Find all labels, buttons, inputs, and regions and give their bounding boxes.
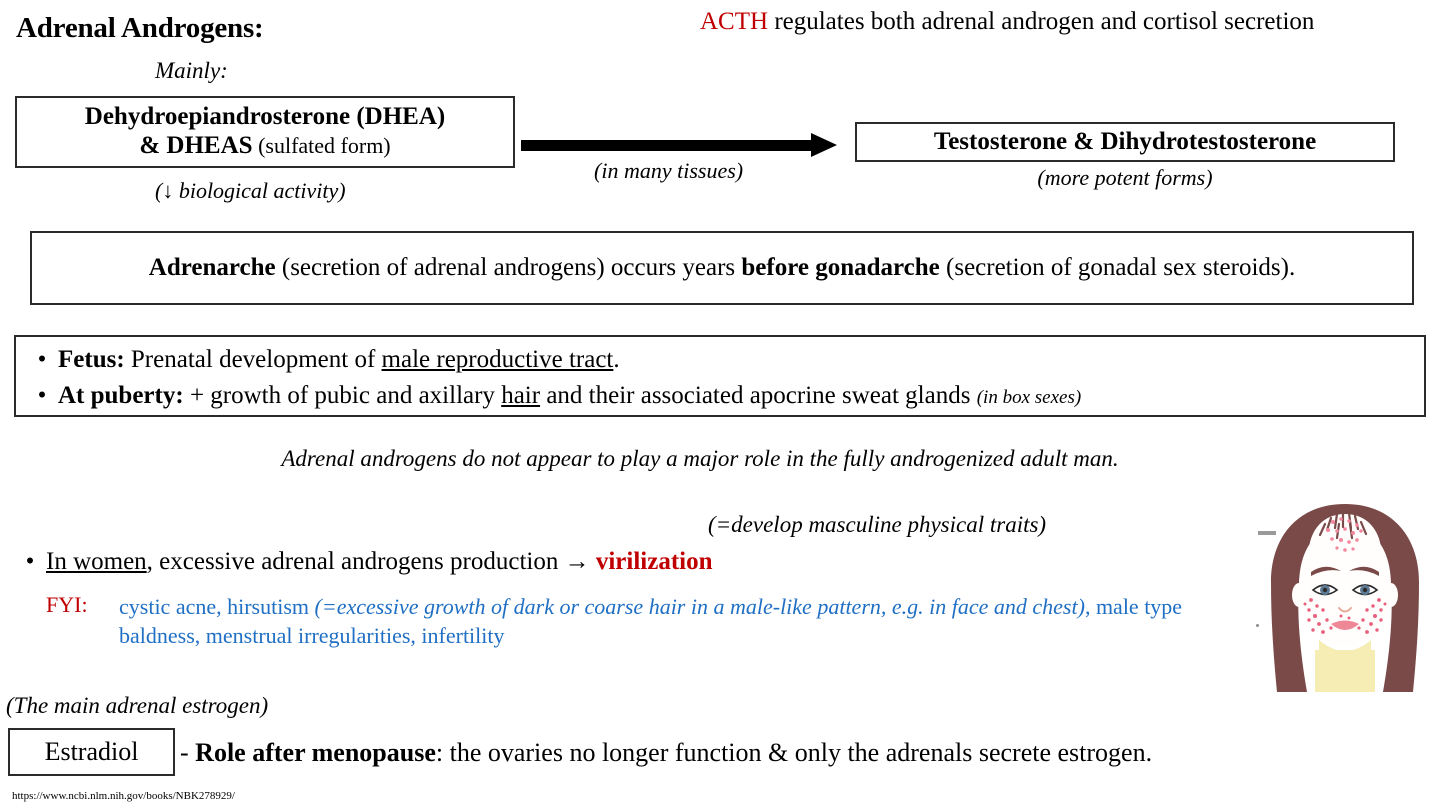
adrenarche-term: Adrenarche — [148, 253, 276, 281]
menopause-statement: - Role after menopause: the ovaries no l… — [180, 738, 1152, 768]
biological-activity-note: (↓ biological activity) — [155, 178, 346, 203]
fyi-definition: (=excessive growth of dark or coarse hai… — [314, 594, 1085, 619]
dhea-line-1: Dehydroepiandrosterone (DHEA) — [84, 103, 446, 131]
dhea-box: Dehydroepiandrosterone (DHEA) & DHEAS (s… — [15, 96, 515, 168]
in-women-text: In women, excessive adrenal androgens pr… — [46, 548, 713, 576]
conversion-arrow-icon — [521, 133, 851, 157]
list-item: • Fetus: Prenatal development of male re… — [26, 342, 1414, 378]
menopause-role-label: Role after menopause — [195, 738, 436, 767]
adrenarche-text: Adrenarche (secretion of adrenal androge… — [149, 252, 1295, 285]
adrenarche-box: Adrenarche (secretion of adrenal androge… — [30, 231, 1414, 305]
in-women-body: , excessive adrenal androgens production… — [146, 548, 596, 575]
dheas-sulfated-note: (sulfated form) — [252, 133, 391, 158]
acth-statement: ACTH regulates both adrenal androgen and… — [700, 8, 1440, 36]
mainly-label: Mainly: — [155, 58, 228, 83]
virilization-face-illustration — [1271, 504, 1419, 692]
fetus-underlined: male reproductive tract — [381, 346, 614, 373]
gonadarche-term: before gonadarche — [741, 253, 940, 281]
in-women-bullet: • In women, excessive adrenal androgens … — [14, 548, 713, 576]
more-potent-note: (more potent forms) — [1037, 165, 1213, 190]
estradiol-box: Estradiol — [8, 728, 175, 776]
page-title: Adrenal Androgens: — [16, 12, 264, 44]
bullet-dot-icon: • — [37, 381, 47, 409]
puberty-text-before: + growth of pubic and axillary — [183, 381, 502, 409]
dheas-bold: & DHEAS — [139, 132, 253, 159]
fyi-body: cystic acne, hirsutism (=excessive growt… — [119, 592, 1249, 650]
fetus-text-before: Prenatal development of — [124, 346, 382, 373]
androgen-effects-box: • Fetus: Prenatal development of male re… — [14, 335, 1426, 417]
list-item: • At puberty: + growth of pubic and axil… — [26, 378, 1414, 414]
arrow-head — [811, 133, 837, 157]
gray-dash-mark-icon — [1258, 531, 1276, 535]
menopause-body: : the ovaries no longer function & only … — [435, 738, 1153, 767]
bullet-dot-icon: • — [25, 548, 35, 575]
acth-keyword: ACTH — [700, 8, 769, 35]
fyi-part-2: , male type baldness, menstrual irregula… — [119, 594, 1183, 649]
puberty-text-after: and their associated apocrine sweat glan… — [540, 381, 977, 409]
arrow-shaft — [521, 140, 813, 151]
fetus-text-after: . — [613, 346, 620, 373]
dhea-line-2: & DHEAS (sulfated form) — [139, 132, 390, 161]
puberty-note: (in box sexes) — [976, 386, 1082, 408]
puberty-label: At puberty: — [58, 381, 184, 409]
bullet-text: At puberty: + growth of pubic and axilla… — [58, 378, 1081, 414]
fyi-part-1: cystic acne, hirsutism — [119, 594, 315, 619]
fetus-label: Fetus: — [58, 346, 125, 373]
virilization-keyword: virilization — [595, 548, 713, 575]
menopause-dash: - — [180, 738, 196, 767]
adrenarche-text-1: (secretion of adrenal androgens) occurs … — [275, 253, 742, 281]
puberty-underlined: hair — [501, 381, 541, 409]
source-url: https://www.ncbi.nlm.nih.gov/books/NBK27… — [12, 790, 235, 802]
fyi-label: FYI: — [46, 592, 88, 617]
bullet-text: Fetus: Prenatal development of male repr… — [58, 342, 620, 378]
gray-speck-icon — [1256, 624, 1259, 627]
main-estrogen-note: (The main adrenal estrogen) — [6, 693, 269, 718]
in-women-underlined: In women — [46, 548, 147, 575]
arrow-label: (in many tissues) — [594, 158, 744, 183]
bullet-dot-icon: • — [37, 346, 47, 373]
masculine-traits-note: (=develop masculine physical traits) — [708, 512, 1047, 537]
acth-rest: regulates both adrenal androgen and cort… — [768, 8, 1315, 35]
adult-man-statement: Adrenal androgens do not appear to play … — [281, 446, 1119, 471]
adrenarche-text-2: (secretion of gonadal sex steroids). — [939, 253, 1296, 281]
testosterone-box: Testosterone & Dihydrotestosterone — [855, 122, 1395, 162]
